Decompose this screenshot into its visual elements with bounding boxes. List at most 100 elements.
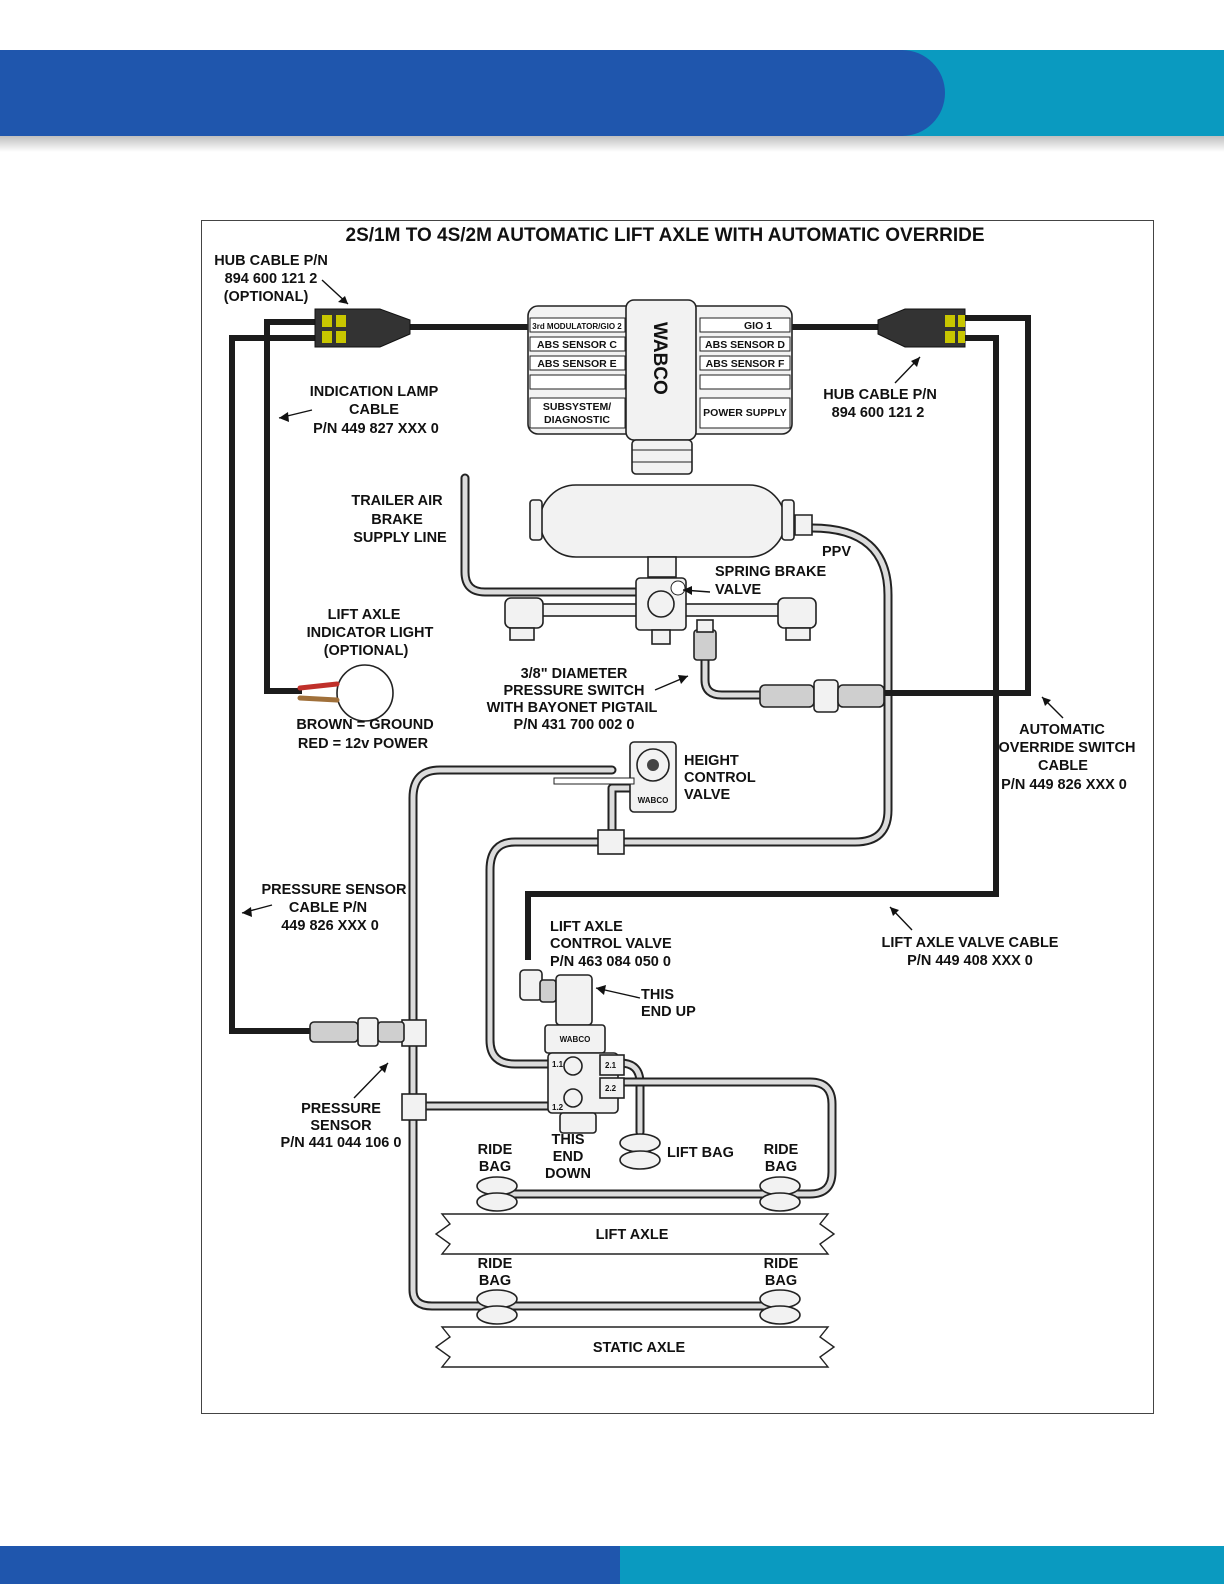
- callout-labels: HUB CABLE P/N 894 600 121 2 (OPTIONAL) I…: [214, 253, 1135, 1356]
- label-ride-bag-3a: RIDE: [478, 1256, 513, 1272]
- diagram-title: 2S/1M TO 4S/2M AUTOMATIC LIFT AXLE WITH …: [346, 225, 985, 246]
- ride-bag-static-left: [476, 1289, 518, 1325]
- label-wire-red: RED = 12v POWER: [298, 736, 429, 752]
- label-hcv-3: VALVE: [684, 787, 731, 803]
- air-hoses: [408, 473, 893, 1311]
- footer-band-blue: [0, 1546, 620, 1584]
- label-ride-bag-3b: BAG: [479, 1273, 511, 1289]
- spring-brake-valve: [504, 577, 817, 645]
- lift-axle-control-valve: WABCO 1.1 2.1 1.2 2.2: [519, 969, 625, 1134]
- label-hub-cable-left-3: (OPTIONAL): [224, 289, 309, 305]
- label-hub-cable-left-2: 894 600 121 2: [225, 271, 318, 287]
- ecu-port-diagnostic: DIAGNOSTIC: [544, 414, 610, 426]
- label-pressure-switch-4: P/N 431 700 002 0: [514, 717, 635, 733]
- label-override-2: OVERRIDE SWITCH: [999, 740, 1136, 756]
- label-spring-brake-1: SPRING BRAKE: [715, 564, 827, 580]
- ecu-port-subsystem: SUBSYSTEM/: [543, 401, 611, 413]
- ride-bag-lift-right: [759, 1176, 801, 1212]
- label-ride-bag-2b: BAG: [765, 1159, 797, 1175]
- label-pressure-switch-2: PRESSURE SWITCH: [504, 683, 645, 699]
- hub-connector-left: [314, 308, 411, 348]
- pressure-sensor: [309, 1017, 405, 1047]
- label-this-end-up-2: END UP: [641, 1004, 696, 1020]
- pressure-switch: [693, 619, 885, 713]
- ecu-port-abs-f: ABS SENSOR F: [706, 358, 785, 370]
- label-this-end-down-3: DOWN: [545, 1166, 591, 1182]
- label-lacv-2: CONTROL VALVE: [550, 936, 672, 952]
- hub-connector-right: [877, 308, 966, 348]
- header-shadow: [0, 136, 1224, 152]
- label-ride-bag-1b: BAG: [479, 1159, 511, 1175]
- hcv-brand: WABCO: [638, 796, 669, 805]
- label-override-3: CABLE: [1038, 758, 1088, 774]
- height-control-valve: WABCO: [553, 741, 677, 813]
- ecu-port-power-supply: POWER SUPPLY: [703, 407, 787, 419]
- label-lacv-3: P/N 463 084 050 0: [550, 954, 671, 970]
- label-lav-cable-1: LIFT AXLE VALVE CABLE: [882, 935, 1059, 951]
- air-tee-upper: [597, 829, 625, 855]
- ride-bag-static-right: [759, 1289, 801, 1325]
- label-trailer-air-3: SUPPLY LINE: [353, 530, 447, 546]
- label-this-end-up-1: THIS: [641, 987, 674, 1003]
- port-2-1: 2.1: [605, 1061, 617, 1070]
- label-lift-axle: LIFT AXLE: [596, 1227, 669, 1243]
- air-tee-lower: [401, 1093, 427, 1121]
- ecu-port-abs-c: ABS SENSOR C: [537, 339, 617, 351]
- ride-bag-lift-left: [476, 1176, 518, 1212]
- lift-bag: [619, 1133, 661, 1170]
- lift-axle-beam: [434, 1213, 836, 1255]
- label-hcv-1: HEIGHT: [684, 753, 739, 769]
- label-hub-cable-right-2: 894 600 121 2: [832, 405, 925, 421]
- label-trailer-air-1: TRAILER AIR: [351, 493, 443, 509]
- label-ppv: PPV: [822, 544, 851, 560]
- label-indication-lamp-2: CABLE: [349, 402, 399, 418]
- label-indication-lamp-1: INDICATION LAMP: [310, 384, 439, 400]
- label-lift-bag: LIFT BAG: [667, 1145, 734, 1161]
- label-trailer-air-2: BRAKE: [371, 512, 423, 528]
- lacv-brand: WABCO: [560, 1035, 591, 1044]
- label-spring-brake-2: VALVE: [715, 582, 762, 598]
- static-axle-beam: [434, 1326, 836, 1368]
- label-hcv-2: CONTROL: [684, 770, 756, 786]
- port-1-2: 1.2: [552, 1103, 564, 1112]
- label-ride-bag-4a: RIDE: [764, 1256, 799, 1272]
- label-ride-bag-4b: BAG: [765, 1273, 797, 1289]
- ecu-port-abs-d: ABS SENSOR D: [705, 339, 785, 351]
- label-static-axle: STATIC AXLE: [593, 1340, 686, 1356]
- label-this-end-down-1: THIS: [551, 1132, 584, 1148]
- ecu-port-abs-e: ABS SENSOR E: [537, 358, 616, 370]
- label-pressure-sensor-2: SENSOR: [310, 1118, 372, 1134]
- callout-arrows: [241, 279, 1064, 1099]
- label-hub-cable-right-1: HUB CABLE P/N: [823, 387, 937, 403]
- port-2-2: 2.2: [605, 1084, 617, 1093]
- label-override-1: AUTOMATIC: [1019, 722, 1105, 738]
- port-1-1: 1.1: [552, 1060, 564, 1069]
- label-wire-brown: BROWN = GROUND: [296, 717, 433, 733]
- label-pressure-sensor-1: PRESSURE: [301, 1101, 381, 1117]
- label-indicator-light-2: INDICATOR LIGHT: [307, 625, 434, 641]
- electrical-cables: [229, 315, 1031, 1034]
- ecu-port-gio1: GIO 1: [744, 320, 772, 332]
- ecu-module: 3rd MODULATOR/GIO 2 ABS SENSOR C ABS SEN…: [527, 299, 793, 475]
- label-ride-bag-2a: RIDE: [764, 1142, 799, 1158]
- air-tee-pressure-sensor: [401, 1019, 427, 1047]
- label-hub-cable-left-1: HUB CABLE P/N: [214, 253, 328, 269]
- label-ps-cable-1: PRESSURE SENSOR: [261, 882, 407, 898]
- label-ps-cable-3: 449 826 XXX 0: [281, 918, 379, 934]
- label-ps-cable-2: CABLE P/N: [289, 900, 367, 916]
- footer-band-teal: [620, 1546, 1224, 1584]
- label-indication-lamp-3: P/N 449 827 XXX 0: [313, 421, 439, 437]
- ecu-brand-logo: WABCO: [649, 322, 670, 395]
- header-band-blue: [0, 50, 945, 136]
- label-lav-cable-2: P/N 449 408 XXX 0: [907, 953, 1033, 969]
- label-indicator-light-3: (OPTIONAL): [324, 643, 409, 659]
- lift-axle-indicator-light: [297, 664, 394, 722]
- label-pressure-sensor-3: P/N 441 044 106 0: [281, 1135, 402, 1151]
- label-lacv-1: LIFT AXLE: [550, 919, 623, 935]
- label-ride-bag-1a: RIDE: [478, 1142, 513, 1158]
- label-pressure-switch-3: WITH BAYONET PIGTAIL: [487, 700, 658, 716]
- label-indicator-light-1: LIFT AXLE: [328, 607, 401, 623]
- label-pressure-switch-1: 3/8" DIAMETER: [521, 666, 628, 682]
- label-override-4: P/N 449 826 XXX 0: [1001, 777, 1127, 793]
